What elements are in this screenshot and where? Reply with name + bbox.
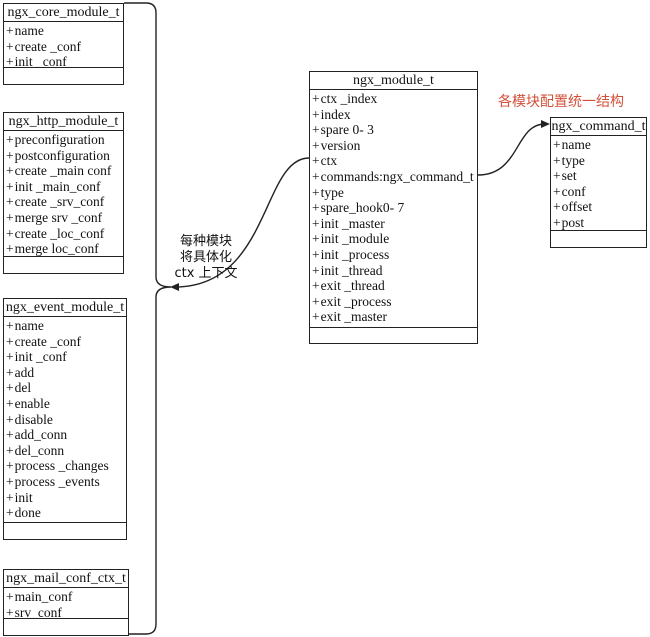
field-item: init _conf (6, 349, 126, 365)
field-item: process _events (6, 474, 126, 490)
field-item: index (312, 107, 477, 123)
field-item: set (553, 168, 646, 184)
field-item: create _conf (6, 334, 126, 350)
field-item: conf (553, 184, 646, 200)
field-item: init _process (312, 247, 477, 263)
field-item: del_conn (6, 443, 126, 459)
field-item: process _changes (6, 458, 126, 474)
field-item: srv_conf (6, 605, 128, 621)
ctx-annotation-line1: 每种模块 (179, 234, 232, 249)
ngx-module-fields: ctx _indexindexspare 0- 3versionctxcomma… (310, 90, 477, 327)
field-item: merge loc_conf (6, 241, 123, 257)
field-item: exit _thread (312, 278, 477, 294)
event-module-box: ngx_event_module_t namecreate _confinit … (3, 298, 127, 540)
field-item: init _module (312, 231, 477, 247)
ngx-module-ops (310, 327, 477, 343)
mail-module-ops (4, 618, 128, 635)
field-item: init (6, 490, 126, 506)
ngx-command-box: ngx_command_t nametypesetconfoffsetpost (550, 117, 647, 248)
unify-annotation: 各模块配置统一结构 (498, 94, 624, 110)
ctx-annotation: 每种模块 将具体化 ctx 上下文 (166, 234, 246, 282)
field-item: create _conf (6, 39, 123, 55)
field-item: create _main conf (6, 163, 123, 179)
commands-arrowhead (541, 120, 550, 128)
field-item: commands:ngx_command_t (312, 169, 477, 185)
field-item: ctx _index (312, 91, 477, 107)
field-item: del (6, 380, 126, 396)
field-item: postconfiguration (6, 148, 123, 164)
core-module-box: ngx_core_module_t namecreate _confinit _… (3, 3, 124, 85)
field-item: type (553, 153, 646, 169)
field-item: exit _process (312, 294, 477, 310)
field-item: add_conn (6, 427, 126, 443)
ngx-command-ops (551, 230, 646, 247)
field-item: init _thread (312, 263, 477, 279)
field-item: name (6, 23, 123, 39)
commands-connector (477, 123, 546, 176)
ctx-bracket (124, 2, 172, 635)
ngx-command-title: ngx_command_t (551, 119, 646, 136)
field-item: done (6, 505, 126, 521)
mail-module-fields: main_confsrv_conf (4, 588, 128, 622)
field-item: create _srv_conf (6, 194, 123, 210)
field-item: init _conf (6, 54, 123, 70)
core-module-fields: namecreate _confinit _conf (4, 22, 123, 72)
field-item: offset (553, 199, 646, 215)
event-module-ops (4, 522, 126, 539)
field-item: name (6, 318, 126, 334)
ctx-arrowhead (170, 283, 179, 291)
ctx-annotation-line3: ctx 上下文 (174, 266, 238, 281)
field-item: spare_hook0- 7 (312, 200, 477, 216)
field-item: type (312, 185, 477, 201)
field-item: post (553, 215, 646, 231)
field-item: ctx (312, 153, 477, 169)
field-item: add (6, 365, 126, 381)
field-item: name (553, 137, 646, 153)
field-item: enable (6, 396, 126, 412)
http-module-title: ngx_http_module_t (4, 113, 123, 131)
field-item: merge srv _conf (6, 210, 123, 226)
field-item: preconfiguration (6, 132, 123, 148)
ngx-module-title: ngx_module_t (310, 72, 477, 90)
http-module-box: ngx_http_module_t preconfigurationpostco… (3, 112, 124, 274)
field-item: create _loc_conf (6, 226, 123, 242)
field-item: disable (6, 412, 126, 428)
ngx-command-fields: nametypesetconfoffsetpost (551, 136, 646, 233)
event-module-fields: namecreate _confinit _confadddelenabledi… (4, 317, 126, 523)
http-module-ops (4, 256, 123, 273)
http-module-fields: preconfigurationpostconfigurationcreate … (4, 131, 123, 259)
core-module-ops (4, 67, 123, 84)
core-module-title: ngx_core_module_t (4, 4, 123, 22)
mail-module-box: ngx_mail_conf_ctx_t main_confsrv_conf (3, 569, 129, 636)
field-item: version (312, 138, 477, 154)
field-item: init _master (312, 216, 477, 232)
ctx-annotation-line2: 将具体化 (179, 250, 232, 265)
ctx-connector (174, 157, 310, 288)
field-item: spare 0- 3 (312, 122, 477, 138)
field-item: main_conf (6, 589, 128, 605)
field-item: init _main_conf (6, 179, 123, 195)
field-item: exit _master (312, 309, 477, 325)
event-module-title: ngx_event_module_t (4, 300, 126, 317)
ngx-module-box: ngx_module_t ctx _indexindexspare 0- 3ve… (309, 71, 478, 344)
mail-module-title: ngx_mail_conf_ctx_t (4, 570, 128, 588)
